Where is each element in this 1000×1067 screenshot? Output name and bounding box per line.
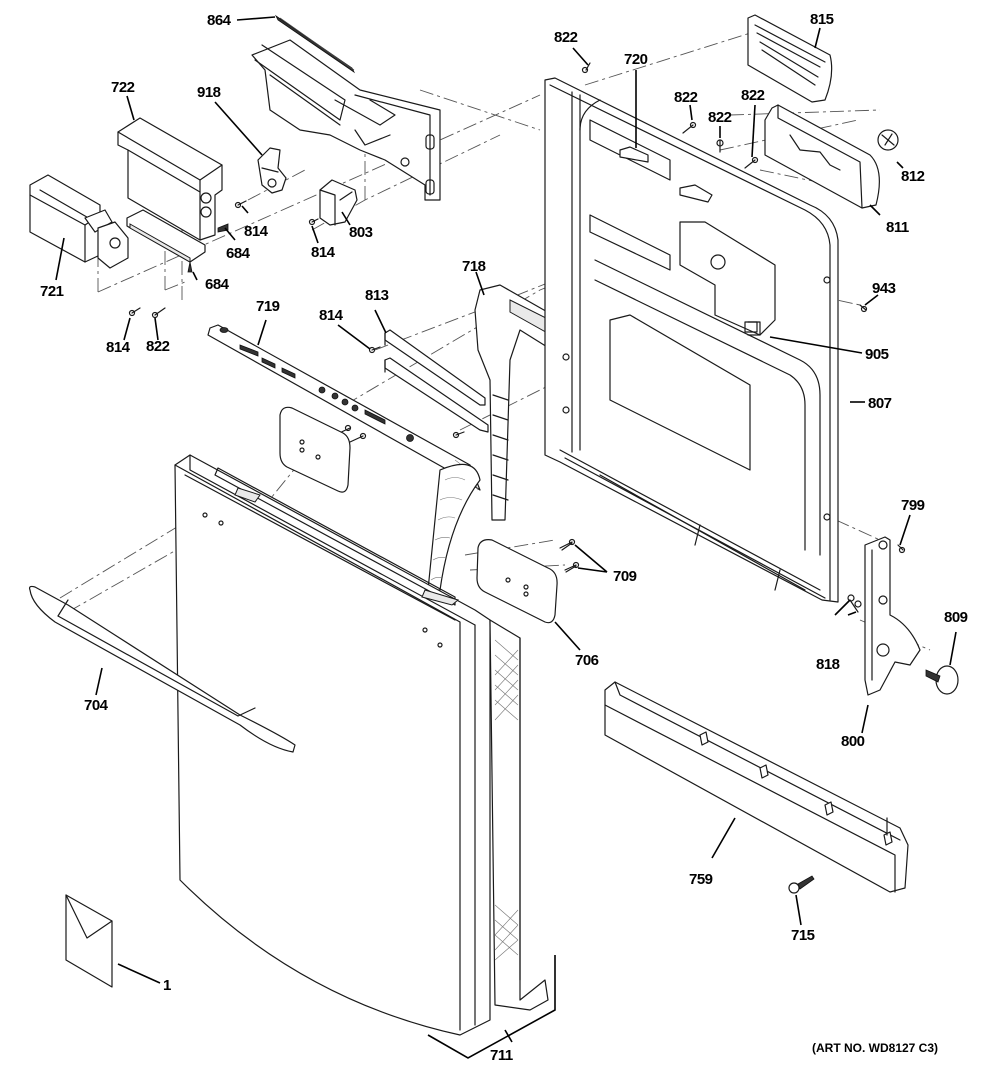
part-811-vent-housing [764, 104, 880, 209]
part-labels: 864 722 918 721 814 684 803 814 684 814 … [40, 11, 968, 1064]
part-721-solenoid [29, 174, 129, 269]
label-711: 711 [490, 1047, 513, 1064]
ribbon-cable [427, 463, 481, 591]
label-759: 759 [689, 871, 713, 888]
part-704-handle [28, 585, 296, 753]
label-811: 811 [886, 219, 909, 236]
door-pad-upper [279, 406, 351, 493]
part-905-dispenser-detail [747, 321, 761, 336]
label-814-c: 814 [106, 339, 131, 356]
part-812-knob [877, 129, 899, 151]
screws [128, 62, 906, 571]
label-799: 799 [901, 497, 925, 514]
label-684-a: 684 [226, 245, 251, 262]
label-813: 813 [365, 287, 389, 304]
part-711-bracket [427, 955, 556, 1059]
part-809-bolt [925, 665, 959, 695]
part-864-strip [274, 14, 356, 74]
label-905: 905 [865, 346, 889, 363]
escutcheon-bracket [251, 39, 441, 201]
label-800: 800 [841, 733, 865, 750]
part-719-control-panel [207, 324, 481, 491]
label-822-d: 822 [708, 109, 732, 126]
part-722-control-box [117, 117, 223, 263]
label-814-b: 814 [311, 244, 336, 261]
label-818: 818 [816, 656, 840, 673]
label-1: 1 [163, 977, 171, 994]
label-864: 864 [207, 12, 232, 29]
part-815-vent [747, 14, 833, 103]
label-721: 721 [40, 283, 64, 300]
part-711-outer-door [174, 454, 549, 1036]
label-812: 812 [901, 168, 925, 185]
art-number: (ART NO. WD8127 C3) [812, 1041, 938, 1055]
part-709-screws [561, 542, 577, 573]
label-822-c: 822 [674, 89, 698, 106]
label-943: 943 [872, 280, 896, 297]
leader-lines [55, 16, 957, 984]
part-706-pad [476, 539, 558, 624]
label-803: 803 [349, 224, 373, 241]
label-706: 706 [575, 652, 599, 669]
part-818-clips [847, 594, 862, 613]
label-704: 704 [84, 697, 109, 714]
label-822-a: 822 [146, 338, 170, 355]
label-814-a: 814 [244, 223, 269, 240]
label-809: 809 [944, 609, 968, 626]
part-715-screw [788, 875, 815, 894]
label-814-d: 814 [319, 307, 344, 324]
label-722: 722 [111, 79, 135, 96]
label-822-b: 822 [554, 29, 578, 46]
label-807: 807 [868, 395, 892, 412]
label-709: 709 [613, 568, 637, 585]
label-719: 719 [256, 298, 280, 315]
label-918: 918 [197, 84, 221, 101]
part-759-kick-panel [604, 681, 909, 893]
part-807-inner-door [544, 77, 839, 603]
part-1-literature-envelope [65, 894, 113, 988]
part-803-switch [319, 179, 358, 226]
label-718: 718 [462, 258, 486, 275]
part-918-switch [257, 147, 287, 194]
part-800-hinge [864, 536, 921, 696]
label-720: 720 [624, 51, 648, 68]
label-822-e: 822 [741, 87, 765, 104]
part-813-bracket [384, 329, 489, 433]
label-815: 815 [810, 11, 834, 28]
label-715: 715 [791, 927, 815, 944]
part-720-bracket [619, 146, 713, 203]
label-684-b: 684 [205, 276, 230, 293]
